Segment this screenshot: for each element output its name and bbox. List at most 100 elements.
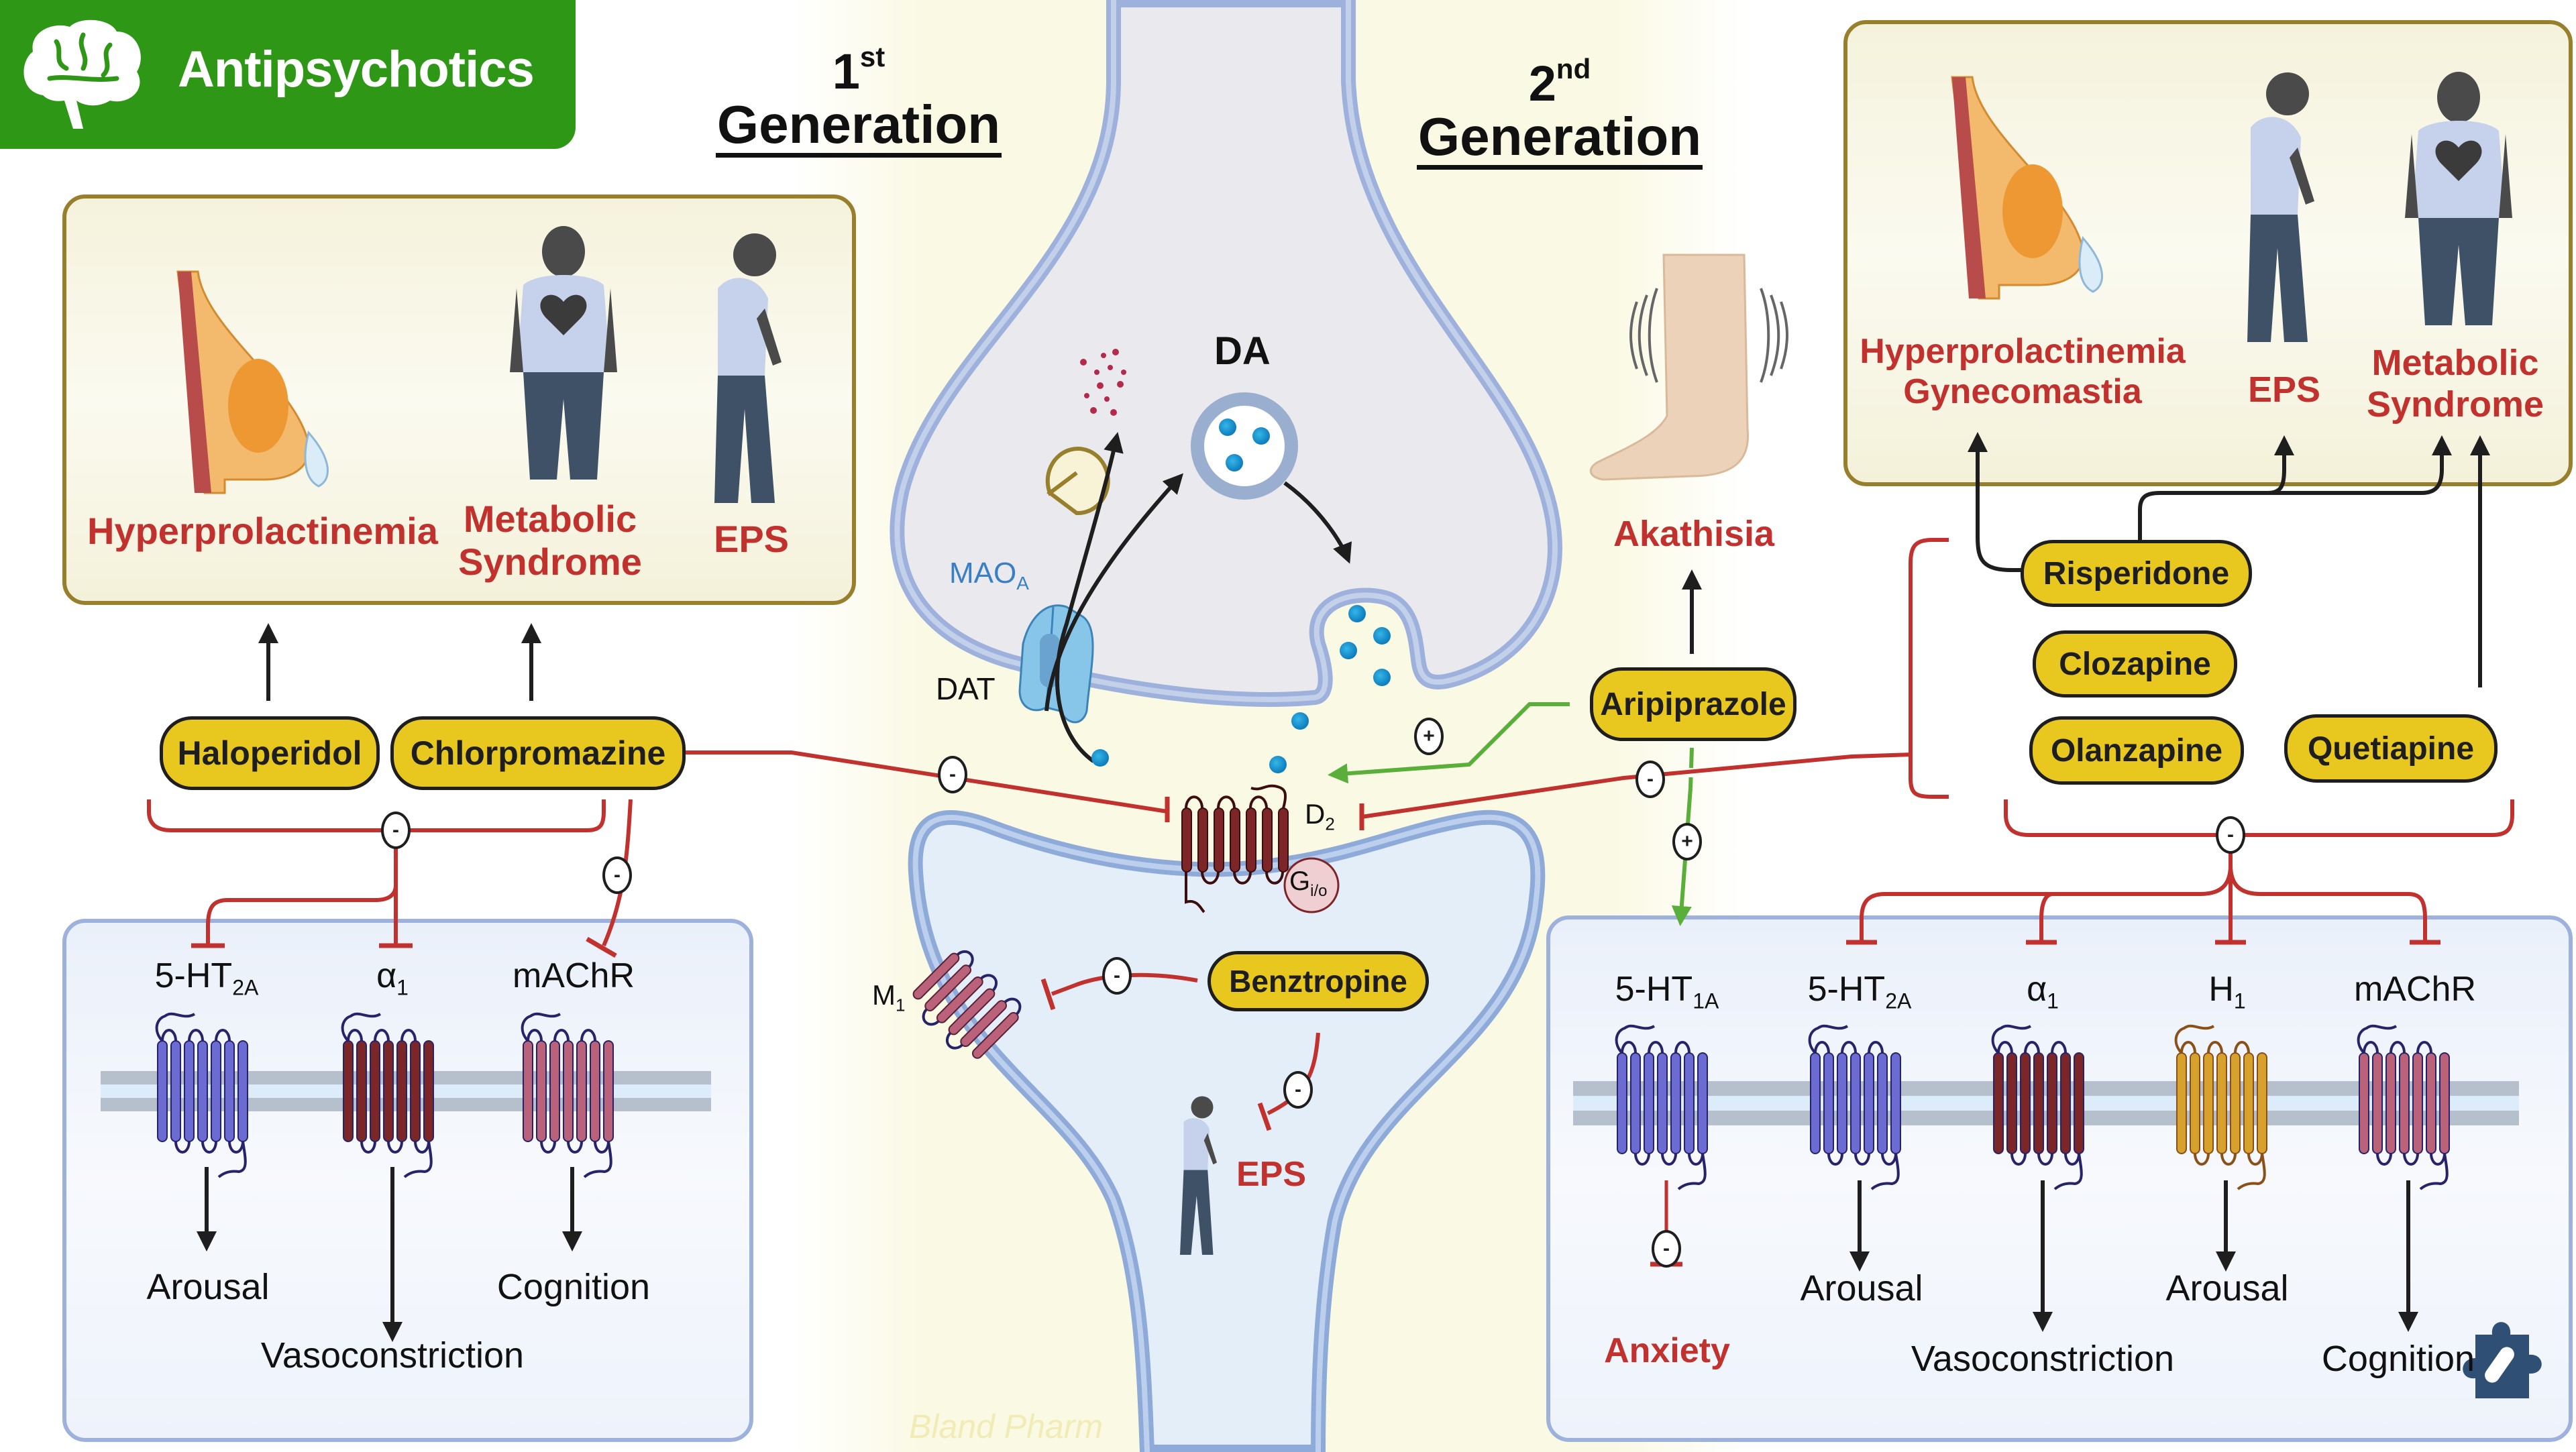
aripiprazole-5ht1a-activate-symbol: +: [1672, 823, 1702, 860]
effect-anxiety: Anxiety: [1604, 1331, 1730, 1370]
stooped-elderly-person-icon: [714, 233, 782, 503]
stooped-elderly-person-icon-2: [2247, 72, 2314, 342]
metabolic-line1-2: Metabolic: [2371, 343, 2539, 383]
receptor-machr-icon-2: [2357, 1024, 2450, 1190]
drug-quetiapine[interactable]: Quetiapine: [2284, 714, 2498, 783]
benztropine-eps-inhibit-symbol: -: [1283, 1071, 1313, 1109]
metabolic-line1: Metabolic: [463, 498, 637, 540]
second-gen-bracket-inhibit-symbol: -: [2216, 816, 2245, 854]
side-effect-eps: EPS: [713, 518, 790, 560]
drug-risperidone[interactable]: Risperidone: [2021, 540, 2252, 607]
d2-label: D2: [1305, 798, 1335, 834]
inhibit-5ht2a-line: [206, 830, 398, 946]
first-gen-receptor-box: [62, 919, 753, 1442]
second-gen-inhibition-branches: [1860, 835, 2427, 942]
second-gen-d2-inhibition-line: [1361, 752, 1913, 819]
effect-cognition: Cognition: [496, 1267, 651, 1307]
receptor-alpha1-icon-2: [1991, 1024, 2084, 1190]
receptor-label-alpha1: α1: [376, 956, 409, 1000]
drug-clozapine[interactable]: Clozapine: [2033, 630, 2237, 697]
effect-arousal-2: Arousal: [1800, 1268, 1923, 1308]
second-gen-bottom-bracket: [2004, 799, 2514, 837]
receptor-label-alpha1-2: α1: [2027, 970, 2059, 1013]
receptor-alpha1-icon: [341, 1012, 434, 1178]
effect-cognition-2: Cognition: [2321, 1339, 2475, 1379]
hyperprolactinemia-line: Hyperprolactinemia: [1860, 332, 2186, 371]
receptor-machr-icon: [521, 1012, 614, 1178]
obese-person-heart-icon: [510, 226, 617, 480]
puzzle-pill-icon: [2463, 1322, 2542, 1398]
m1-receptor-icon: [912, 950, 1022, 1059]
risperidone-eps-arrow: [2138, 435, 2294, 540]
second-gen-membrane: [1573, 1081, 2519, 1125]
aripiprazole-d2-activate-symbol: +: [1414, 718, 1444, 755]
g-protein-label: Gi/o: [1289, 867, 1328, 900]
side-effect-hyperprolactinemia: Hyperprolactinemia: [87, 510, 438, 552]
watermark: Bland Pharm: [909, 1408, 1104, 1445]
second-gen-drug-bracket: [1909, 538, 1949, 799]
receptor-label-5ht1a: 5-HT1A: [1615, 970, 1719, 1013]
benztropine-eps-label: EPS: [1236, 1155, 1307, 1194]
m1-label: M1: [872, 979, 906, 1015]
first-generation-heading: 1st Generation: [711, 43, 1006, 158]
second-gen-d2-inhibit-symbol: -: [1635, 761, 1665, 798]
5ht1a-anxiety-inhibit-symbol: -: [1652, 1230, 1681, 1268]
receptor-label-machr-2: mAChR: [2353, 970, 2477, 1009]
restless-foot-icon: [1589, 254, 1788, 481]
postsynaptic-neuron: [908, 809, 1546, 1452]
drug-haloperidol[interactable]: Haloperidol: [160, 716, 380, 790]
stooped-person-eps-icon: [1180, 1096, 1217, 1255]
first-gen-bracket: [147, 799, 606, 832]
drug-chlorpromazine[interactable]: Chlorpromazine: [390, 716, 686, 790]
gynecomastia-line: Gynecomastia: [1903, 372, 2142, 411]
effect-vasoconstriction: Vasoconstriction: [260, 1335, 525, 1376]
side-effect-metabolic-syndrome: Metabolic Syndrome: [429, 498, 671, 584]
metabolic-line2-2: Syndrome: [2366, 384, 2544, 425]
receptor-label-5ht2a: 5-HT2A: [154, 956, 259, 1000]
effect-arousal-3: Arousal: [2165, 1268, 2289, 1308]
first-gen-d2-inhibition-line: [684, 750, 1168, 814]
brain-icon: [23, 19, 141, 129]
first-gen-bracket-inhibit-symbol: -: [381, 812, 411, 849]
lactating-breast-icon: [176, 270, 329, 494]
receptor-h1-icon: [2174, 1024, 2267, 1190]
first-gen-number: 1: [832, 44, 860, 99]
second-gen-receptor-box: [1546, 915, 2573, 1442]
reuptake-to-vesicle-arrow: [1044, 473, 1184, 712]
drug-aripiprazole[interactable]: Aripiprazole: [1590, 667, 1796, 741]
title-banner: Antipsychotics: [0, 0, 576, 149]
second-gen-number: 2: [1528, 56, 1556, 111]
dat-label: DAT: [936, 671, 996, 706]
machr-inhibit-symbol: -: [602, 856, 632, 894]
second-generation-heading: 2nd Generation: [1412, 55, 1707, 170]
receptor-5ht2a-icon-2: [1808, 1024, 1901, 1190]
receptor-label-h1: H1: [2208, 970, 2246, 1013]
receptor-5ht1a-icon: [1615, 1024, 1708, 1190]
receptor-label-machr: mAChR: [512, 956, 635, 995]
effect-vasoconstriction-2: Vasoconstriction: [1911, 1339, 2175, 1379]
side-effect-metabolic-syndrome-2: Metabolic Syndrome: [2355, 342, 2556, 425]
drug-benztropine[interactable]: Benztropine: [1208, 951, 1429, 1011]
second-gen-word: Generation: [1416, 109, 1703, 170]
risperidone-metabolic-arrow: [2267, 435, 2452, 495]
dopamine-label: DA: [1214, 329, 1271, 373]
receptor-label-5ht2a-2: 5-HT2A: [1807, 970, 1912, 1013]
first-gen-d2-inhibit-symbol: -: [938, 756, 967, 793]
drug-olanzapine[interactable]: Olanzapine: [2029, 716, 2244, 785]
benztropine-m1-inhibit-symbol: -: [1102, 957, 1132, 995]
obese-person-heart-icon-2: [2405, 72, 2512, 325]
aripiprazole-d2-partial-agonist-arrow: [1328, 702, 1570, 784]
page-title: Antipsychotics: [178, 41, 535, 98]
first-gen-suffix: st: [859, 41, 885, 72]
side-effect-hyperprolactinemia-gynecomastia: Hyperprolactinemia Gynecomastia: [1855, 332, 2190, 412]
receptor-5ht2a-icon: [155, 1012, 248, 1178]
second-gen-suffix: nd: [1556, 53, 1591, 85]
effect-arousal: Arousal: [146, 1267, 270, 1307]
side-effect-eps-2: EPS: [2247, 370, 2321, 410]
mao-label: MAOA: [949, 557, 1029, 594]
reuptake-to-metabolism-arrow: [1055, 432, 1124, 763]
dopamine-vesicle: [1191, 392, 1298, 500]
risperidone-hyperprolactinemia-arrow: [1968, 432, 2021, 572]
lactating-breast-icon-2: [1951, 76, 2103, 300]
